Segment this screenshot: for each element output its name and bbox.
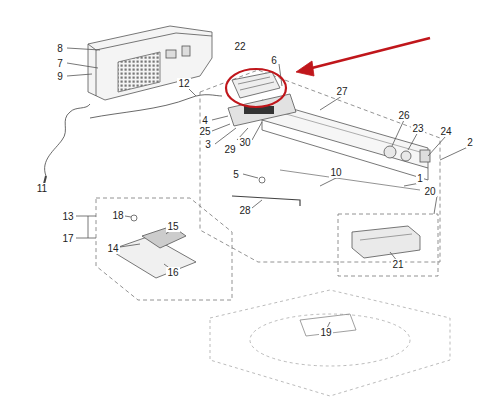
callout-number: 14 (106, 243, 119, 254)
callout-number: 7 (56, 58, 64, 69)
callout-number: 20 (423, 186, 436, 197)
callout-number: 6 (270, 55, 278, 66)
callout-number: 3 (204, 139, 212, 150)
callout-number: 10 (329, 167, 342, 178)
callout-number: 5 (232, 169, 240, 180)
callout-number: 19 (319, 327, 332, 338)
callout-number: 30 (238, 137, 251, 148)
callout-number: 9 (56, 71, 64, 82)
callout-number: 15 (166, 221, 179, 232)
callout-number: 22 (233, 41, 246, 52)
callout-number: 23 (411, 123, 424, 134)
callout-number: 26 (397, 110, 410, 121)
callout-number: 25 (198, 126, 211, 137)
callout-number: 18 (111, 210, 124, 221)
callout-number: 11 (36, 183, 48, 194)
callout-number: 8 (56, 43, 64, 54)
callout-number: 29 (223, 144, 236, 155)
callout-number: 12 (177, 78, 190, 89)
callout-number: 27 (335, 86, 348, 97)
callout-number: 28 (238, 205, 251, 216)
callout-number: 1 (416, 173, 424, 184)
callout-number: 4 (201, 115, 209, 126)
callout-number: 17 (61, 233, 74, 244)
callout-number: 24 (439, 126, 452, 137)
callout-number: 2 (466, 137, 474, 148)
callout-number: 16 (166, 267, 179, 278)
callout-number: 13 (61, 211, 74, 222)
callout-number: 21 (391, 259, 404, 270)
